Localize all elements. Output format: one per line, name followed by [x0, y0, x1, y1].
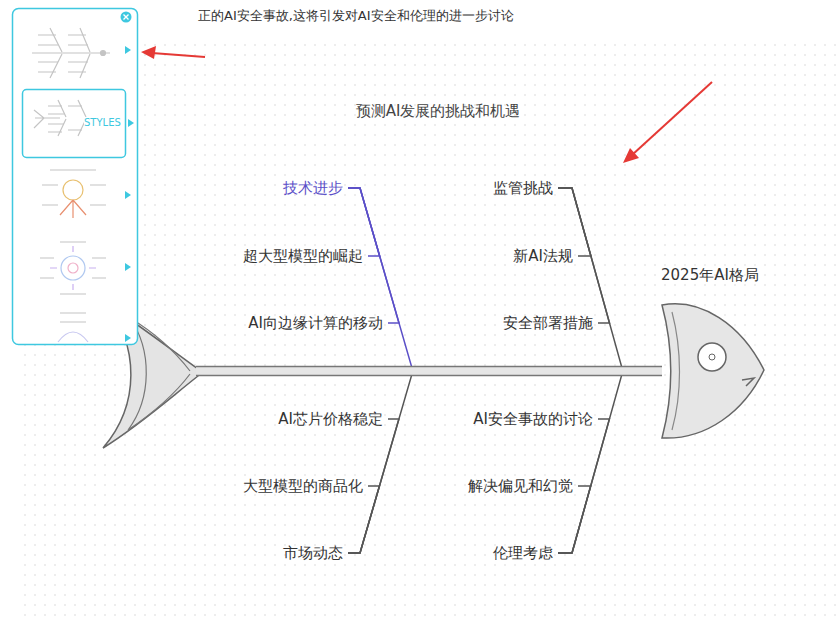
topic-text: AI安全事故的讨论	[473, 409, 593, 429]
topic-text: 新AI法规	[513, 246, 573, 266]
branch-topic: 监管挑战	[488, 175, 558, 201]
topic-text: 技术进步	[283, 178, 343, 198]
branch-topic: 伦理考虑	[488, 540, 558, 566]
fishbone-line	[348, 371, 660, 553]
fishbone-line	[558, 371, 660, 553]
topic-text: AI芯片价格稳定	[278, 409, 383, 429]
sub-topic: 大型模型的商品化	[238, 473, 368, 499]
topic-text: 安全部署措施	[503, 313, 593, 333]
sub-topic: 新AI法规	[508, 243, 578, 269]
fishbone-line	[558, 486, 591, 553]
sub-topic: 解决偏见和幻觉	[463, 473, 578, 499]
branch-topic: 技术进步	[278, 175, 348, 201]
styles-label: STYLES	[84, 117, 121, 128]
fishbone-line	[558, 188, 660, 371]
note-text: 正的AI安全事故,这将引发对AI安全和伦理的进一步讨论	[198, 7, 514, 25]
topic-text: AI向边缘计算的移动	[248, 313, 383, 333]
sub-topic: AI安全事故的讨论	[468, 406, 598, 432]
topic-text: 伦理考虑	[493, 543, 553, 563]
fishbone-line	[348, 188, 380, 256]
fishbone-line	[348, 486, 379, 553]
topic-text: 超大型模型的崛起	[243, 246, 363, 266]
sub-topic: 超大型模型的崛起	[238, 243, 368, 269]
topic-text: 2025年AI格局	[661, 265, 763, 285]
topic-text: 大型模型的商品化	[243, 476, 363, 496]
sub-topic: AI向边缘计算的移动	[243, 310, 388, 336]
sub-topic: AI芯片价格稳定	[273, 406, 388, 432]
sub-topic: 安全部署措施	[498, 310, 598, 336]
fishbone-line	[348, 188, 660, 371]
style-panel	[13, 9, 138, 345]
fish-head: 2025年AI格局	[656, 262, 768, 444]
red-arrow	[141, 46, 712, 163]
diagram-title: 预测AI发展的挑战和机遇	[356, 102, 521, 121]
topic-text: 监管挑战	[493, 178, 553, 198]
fish-head-shape	[656, 262, 768, 444]
topic-text: 市场动态	[283, 543, 343, 563]
topic-text: 解决偏见和幻觉	[468, 476, 573, 496]
branch-topic: 市场动态	[278, 540, 348, 566]
